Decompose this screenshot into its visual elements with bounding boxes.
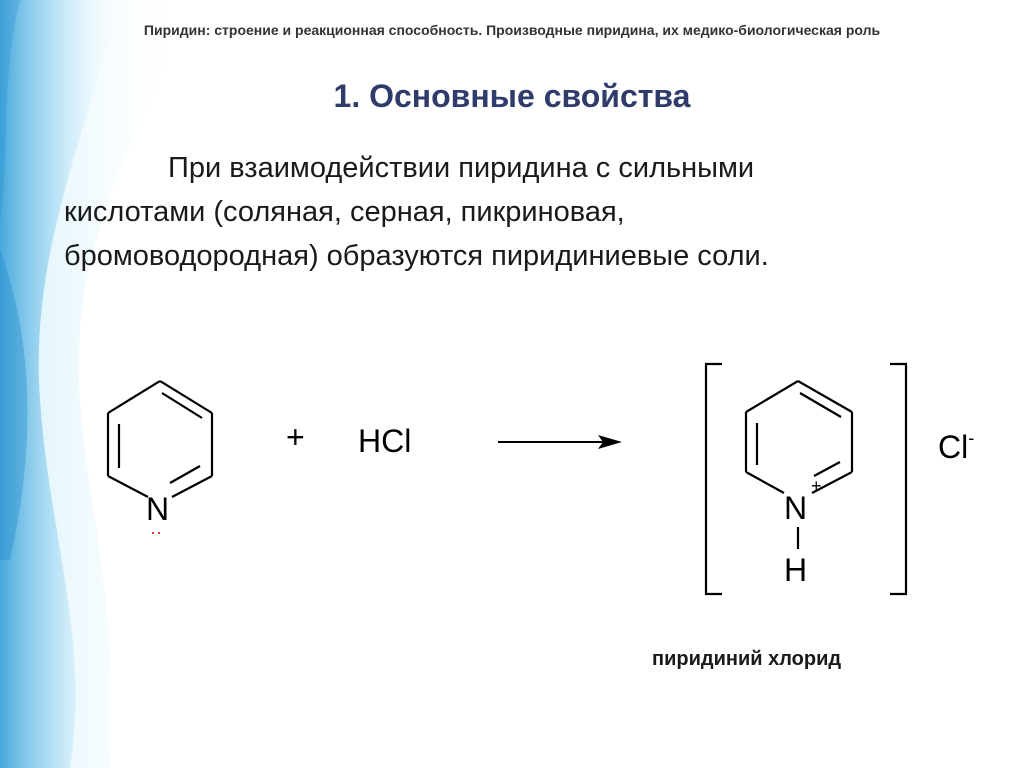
plus-sign: + <box>286 419 305 455</box>
product-name: пиридиний хлорид <box>652 648 842 670</box>
lone-pair: ·· <box>150 522 162 542</box>
pyridinium-nitrogen: N <box>784 490 807 526</box>
reagent-hcl: HCl <box>358 423 411 459</box>
paragraph-line-1: При взаимодействии пиридина с сильными <box>168 152 755 184</box>
pyridine-ring <box>106 380 214 498</box>
slide-header: Пиридин: строение и реакционная способно… <box>143 22 881 38</box>
paragraph-line-2: кислотами (соляная, серная, пикриновая, <box>64 196 625 228</box>
reaction-arrow <box>498 435 622 449</box>
body-paragraph: При взаимодействии пиридина с сильными к… <box>64 146 964 278</box>
chloride-symbol: Cl <box>938 429 968 465</box>
product-brackets <box>704 362 908 596</box>
slide-title: 1. Основные свойства <box>333 78 691 114</box>
pyridine-nitrogen: N <box>146 491 169 527</box>
chloride-ion: Cl- <box>938 428 974 465</box>
positive-charge: + <box>811 476 822 496</box>
pyridinium-ring <box>744 380 854 549</box>
pyridinium-hydrogen: H <box>784 552 807 588</box>
paragraph-line-3: бромоводородная) образуются пиридиниевые… <box>64 240 769 272</box>
negative-charge: - <box>968 428 974 448</box>
